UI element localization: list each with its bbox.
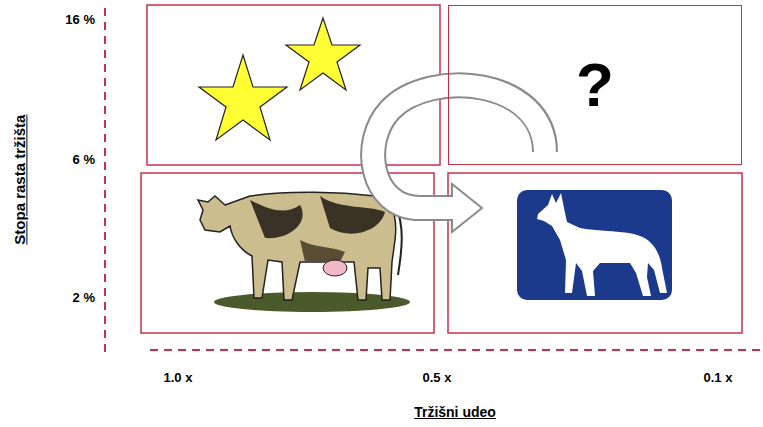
dog-silhouette [537,193,667,296]
arrow-head [452,184,482,232]
cow-udder [323,260,347,276]
grass [214,292,410,312]
star-icon [199,55,287,140]
star-quadrant [147,5,440,165]
dog-quadrant [448,173,742,333]
axis-tick: 6 % [73,153,95,168]
question-mark: ? [576,54,614,116]
quadrant-box: ? [448,5,742,165]
axis-title: Tržišni udeo [414,404,496,420]
x-axis [150,349,760,351]
axis-tick: 0.5 x [423,371,452,386]
star-icon [286,18,360,90]
axis-tick: 0.1 x [704,371,733,386]
move-arrow [373,85,545,232]
cow-illustration [198,192,410,312]
cow-patch [320,196,385,234]
dog-tile [517,190,672,300]
axis-tick: 16 % [65,13,95,28]
cow-patch [250,200,303,238]
cow-patch [300,240,345,262]
axis-tick: 2 % [73,291,95,306]
axis-tick: 1.0 x [164,371,193,386]
cow-body [198,192,396,300]
axis-title: Stopa rasta tržišta [11,115,28,245]
arrow-fill [373,85,545,208]
y-axis [104,8,106,352]
